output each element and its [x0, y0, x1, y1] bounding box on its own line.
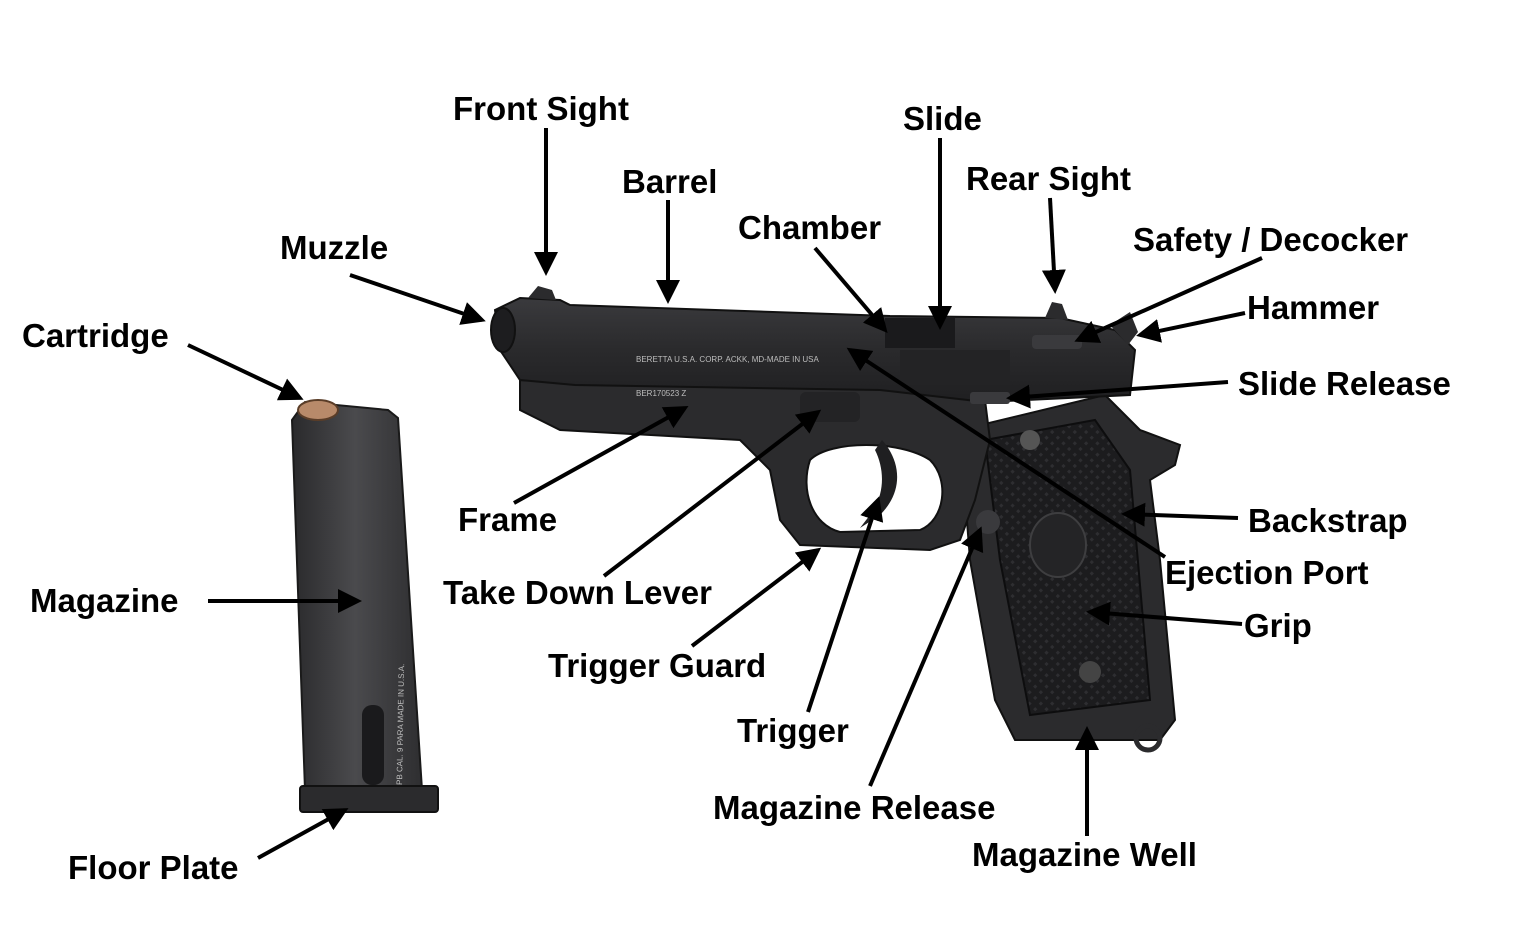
label-slide-release: Slide Release — [1238, 365, 1451, 402]
label-magazine: Magazine — [30, 582, 179, 619]
safety-lever — [1032, 335, 1082, 349]
label-ejection-port: Ejection Port — [1165, 554, 1369, 591]
label-rear-sight: Rear Sight — [966, 160, 1131, 197]
label-chamber: Chamber — [738, 209, 881, 246]
leader-hammer — [1136, 311, 1246, 343]
leader-magazine-release — [868, 526, 984, 787]
rear-sight-shape — [1045, 302, 1068, 320]
label-cartridge: Cartridge — [22, 317, 169, 354]
leader-trigger — [806, 496, 884, 713]
label-trigger-guard: Trigger Guard — [548, 647, 766, 684]
cartridge-round — [297, 399, 339, 421]
leader-backstrap — [1121, 502, 1239, 527]
label-magazine-release: Magazine Release — [713, 789, 995, 826]
label-take-down-lever: Take Down Lever — [443, 574, 712, 611]
slide-release-lever — [970, 392, 1010, 404]
leader-frame — [513, 406, 689, 505]
magazine-slot — [362, 705, 384, 785]
ejection-port-shape — [885, 318, 955, 348]
hammer-shape — [1110, 312, 1138, 345]
label-safety-decocker: Safety / Decocker — [1133, 221, 1408, 258]
grip-screw-top — [1020, 430, 1040, 450]
leader-ejection-port — [846, 347, 1167, 559]
label-muzzle: Muzzle — [280, 229, 388, 266]
leader-cartridge — [187, 343, 304, 401]
label-trigger: Trigger — [737, 712, 849, 749]
label-slide: Slide — [903, 100, 982, 137]
label-frame: Frame — [458, 501, 557, 538]
label-barrel: Barrel — [622, 163, 717, 200]
label-hammer: Hammer — [1247, 289, 1379, 326]
label-front-sight: Front Sight — [453, 90, 629, 127]
leader-chamber — [813, 246, 888, 334]
pistol-illustration: BERETTA U.S.A. CORP. ACKK, MD-MADE IN US… — [490, 286, 1182, 753]
serrations — [900, 350, 1010, 385]
leader-grip — [1086, 601, 1243, 626]
trigger-guard-opening — [805, 444, 944, 534]
trigger-shape — [860, 440, 898, 528]
magazine-stamp: PB CAL. 9 PARA MADE IN U.S.A. — [395, 664, 406, 785]
lanyard-loop — [1133, 723, 1163, 753]
leader-safety-decocker — [1074, 256, 1263, 343]
grip-screw-bottom — [1079, 661, 1101, 683]
label-backstrap: Backstrap — [1248, 502, 1408, 539]
serial-engraving: BER170523 Z — [636, 389, 686, 398]
leader-floor-plate — [257, 808, 349, 860]
floor-plate-shape — [299, 785, 439, 813]
leader-take-down-lever — [602, 409, 822, 578]
muzzle-face — [490, 307, 516, 353]
slide-maker-engraving: BERETTA U.S.A. CORP. ACKK, MD-MADE IN US… — [636, 355, 820, 364]
leader-lines — [187, 128, 1263, 860]
front-sight-shape — [528, 286, 556, 300]
magazine-illustration: PB CAL. 9 PARA MADE IN U.S.A. — [290, 399, 439, 813]
grip-medallion — [1029, 512, 1087, 578]
leader-slide-release — [1006, 380, 1229, 409]
label-grip: Grip — [1244, 607, 1312, 644]
leader-muzzle — [349, 273, 486, 325]
label-floor-plate: Floor Plate — [68, 849, 239, 886]
leader-trigger-guard — [690, 547, 822, 648]
leader-rear-sight — [1041, 197, 1066, 294]
label-magazine-well: Magazine Well — [972, 836, 1197, 873]
part-labels: Front Sight Barrel Muzzle Slide Chamber … — [22, 90, 1451, 886]
